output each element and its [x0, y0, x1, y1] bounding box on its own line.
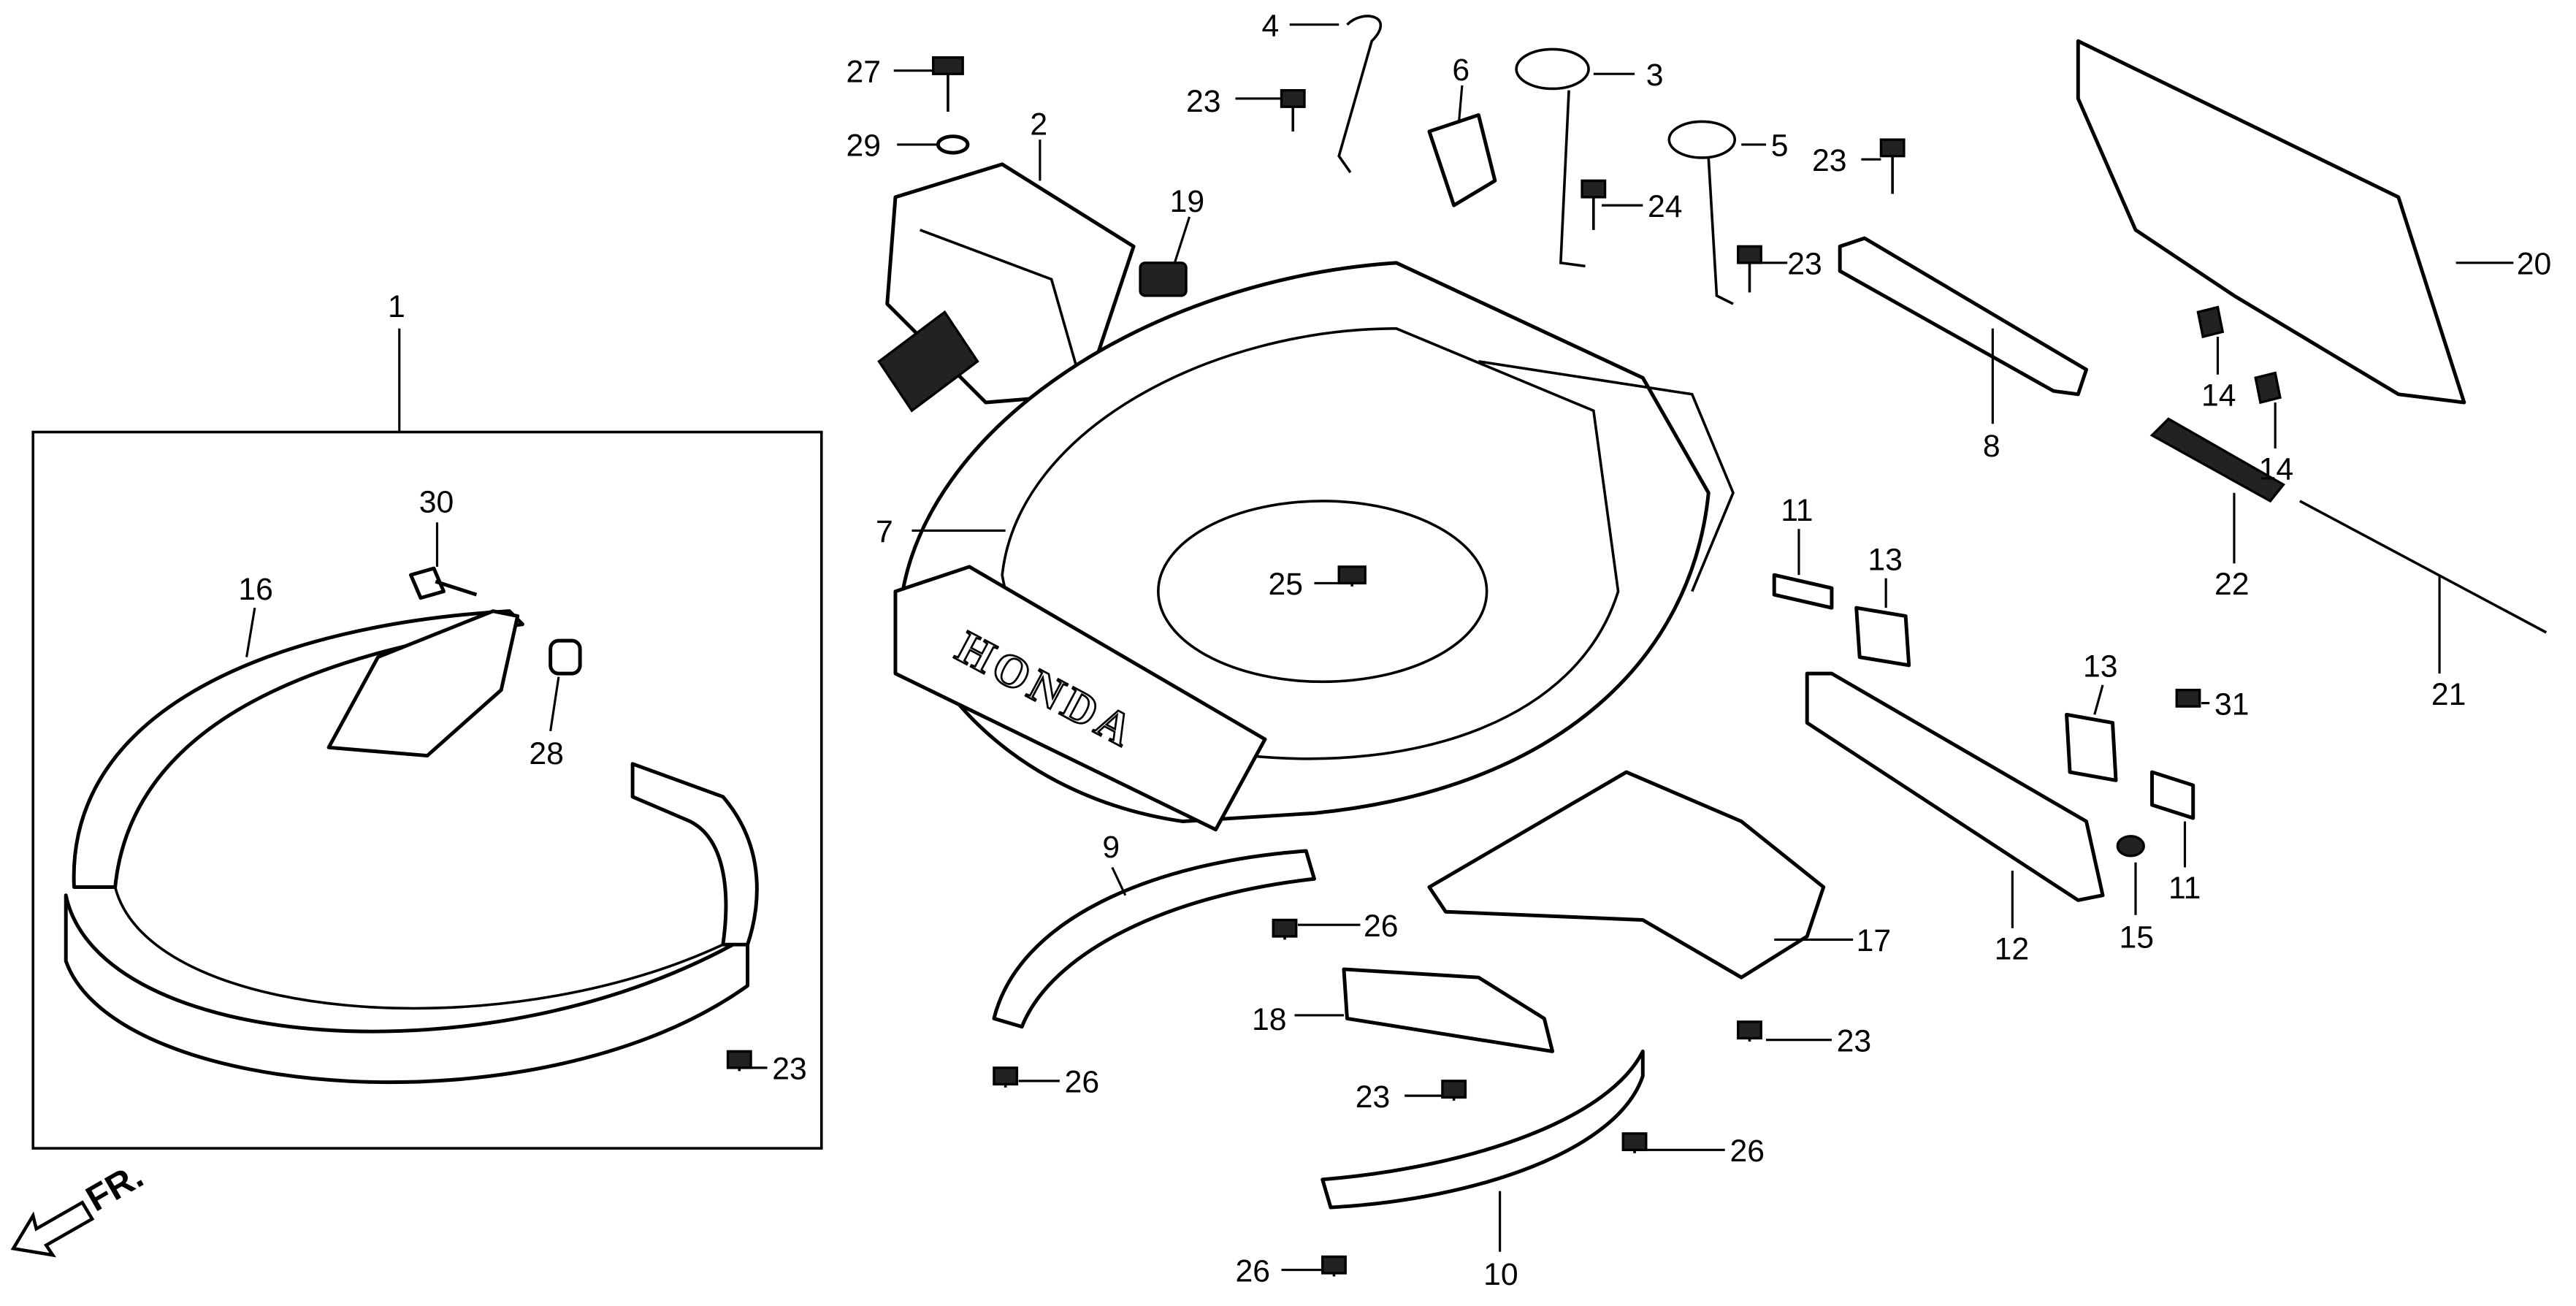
callout-1: 1: [388, 289, 405, 324]
bolt-icon: [1621, 1132, 1648, 1152]
callout-5: 5: [1771, 129, 1789, 164]
leader-line: [549, 676, 560, 732]
part-14-clip: [2254, 371, 2282, 405]
part-18: [1342, 967, 1555, 1053]
callout-13: 13: [1868, 542, 1903, 577]
part-20: [2076, 39, 2466, 405]
bolt-icon: [1879, 138, 1906, 158]
part-13a: [1854, 606, 1911, 668]
callout-17: 17: [1857, 923, 1892, 958]
bolt-icon: [1337, 565, 1367, 585]
bolt-icon: [932, 56, 964, 75]
callout-16: 16: [238, 572, 273, 607]
callout-6: 6: [1452, 53, 1469, 88]
part-29-washer: [936, 134, 970, 155]
leader-line: [1173, 216, 1191, 264]
callout-14: 14: [2201, 378, 2236, 413]
bolt-icon: [1581, 179, 1607, 199]
callout-23: 23: [1356, 1080, 1391, 1115]
callout-23: 23: [772, 1052, 807, 1087]
callout-12: 12: [1995, 931, 2030, 966]
callout-8: 8: [1983, 429, 2000, 464]
callout-3: 3: [1646, 58, 1664, 93]
part-11b: [2150, 770, 2195, 820]
part-15: [2116, 835, 2145, 858]
callout-19: 19: [1170, 184, 1205, 219]
part-30-bolt: [409, 566, 478, 600]
callout-23: 23: [1837, 1023, 1872, 1058]
callout-15: 15: [2120, 920, 2155, 955]
part-8: [1838, 236, 2089, 397]
callout-26: 26: [1065, 1065, 1100, 1100]
callout-14: 14: [2259, 452, 2294, 487]
callout-9: 9: [1102, 830, 1120, 865]
callout-28: 28: [529, 736, 564, 771]
callout-29: 29: [846, 129, 882, 164]
part-17: [1427, 770, 1826, 980]
small-hardware: [726, 56, 2282, 1277]
callout-2: 2: [1030, 107, 1047, 142]
part-11a: [1772, 573, 1834, 610]
part-10: [1321, 1049, 1645, 1210]
bolt-icon: [2175, 688, 2201, 708]
callout-31: 31: [2214, 687, 2250, 722]
part-9: [992, 849, 1316, 1029]
callout-13: 13: [2083, 649, 2118, 684]
bolt-icon: [993, 1066, 1019, 1086]
callout-24: 24: [1648, 189, 1683, 224]
bolt-icon: [1737, 1020, 1762, 1040]
callout-11: 11: [2168, 871, 2201, 906]
callout-30: 30: [419, 485, 454, 520]
cables: [1337, 15, 1737, 305]
bolt-icon: [1321, 1255, 1347, 1275]
part-28-nut: [549, 638, 582, 676]
bolt-icon: [726, 1050, 752, 1069]
part-skirt-band: [64, 609, 759, 1085]
callout-25: 25: [1269, 567, 1304, 602]
part-13b: [2065, 712, 2118, 782]
front-label: FR.: [80, 1156, 150, 1219]
part-14-clip: [2196, 305, 2225, 339]
callout-11: 11: [1781, 493, 1813, 528]
callout-10: 10: [1483, 1257, 1518, 1292]
callout-23: 23: [1787, 247, 1822, 282]
bolt-icon: [1737, 245, 1762, 264]
part-deck: HONDA: [893, 261, 1735, 832]
callout-7: 7: [876, 514, 893, 549]
callout-4: 4: [1262, 8, 1280, 43]
callout-26: 26: [1730, 1134, 1765, 1169]
leader-line: [2093, 684, 2104, 715]
callout-22: 22: [2214, 567, 2250, 602]
bolt-icon: [1441, 1080, 1467, 1099]
leader-line: [1111, 866, 1127, 896]
part-21: [2299, 500, 2548, 634]
callout-23: 23: [1186, 84, 1221, 119]
bolt-icon: [1280, 89, 1306, 108]
callout-27: 27: [846, 54, 882, 89]
callout-20: 20: [2517, 247, 2552, 282]
part-22: [2149, 417, 2285, 503]
bolt-icon: [1272, 918, 1298, 938]
kit-frame-1: [31, 430, 823, 1150]
leader-lines: [245, 23, 2514, 1272]
callout-26: 26: [1236, 1253, 1271, 1288]
callout-18: 18: [1252, 1002, 1287, 1037]
leader-line: [1457, 85, 1464, 123]
callout-26: 26: [1364, 909, 1399, 944]
part-cover: [877, 162, 1136, 413]
callout-23: 23: [1812, 143, 1847, 178]
front-arrow-icon: FR.: [10, 1156, 150, 1258]
part-12: [1805, 671, 2105, 902]
part-19: [1139, 261, 1188, 297]
callout-21: 21: [2431, 677, 2466, 712]
leader-line: [245, 607, 256, 657]
